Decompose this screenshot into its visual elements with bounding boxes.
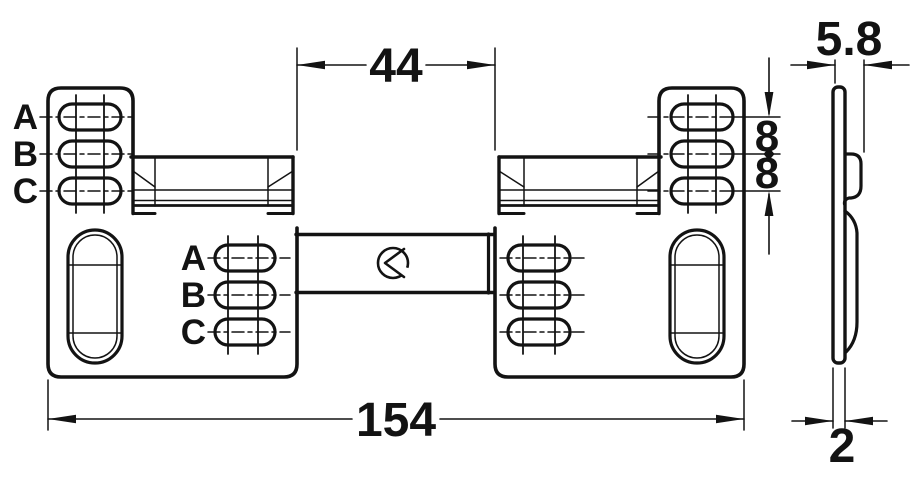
dim-text-8-upper: 8 [755, 112, 779, 161]
side-view [831, 85, 863, 365]
right-tower-slots [647, 94, 735, 214]
dim-center-gap-44 [296, 47, 496, 151]
right-rail [497, 155, 663, 216]
center-bar [294, 232, 496, 295]
row-label-inner-c: C [181, 313, 206, 352]
dim-thickness-2 [791, 367, 888, 429]
left-oval-slot [66, 228, 124, 365]
right-plate-outline [493, 86, 746, 379]
dim-text-8-lower: 8 [755, 149, 779, 198]
dim-text-5-8: 5.8 [816, 13, 883, 66]
right-oval-slot [668, 228, 726, 365]
row-label-outer-a: A [13, 98, 38, 137]
row-label-inner-a: A [181, 239, 206, 278]
side-hook-tab [842, 152, 863, 206]
dimensions [47, 47, 910, 431]
dim-depth-5-8 [790, 59, 910, 153]
drawing-text: 44 154 5.8 8 8 2 A B C A B C [13, 13, 883, 473]
row-label-inner-b: B [181, 276, 206, 315]
row-label-outer-c: C [13, 172, 38, 211]
side-lower-contour [843, 209, 859, 354]
row-label-outer-b: B [13, 135, 38, 174]
inner-left-slots [207, 235, 291, 355]
dim-text-154: 154 [356, 394, 436, 447]
dim-text-2: 2 [829, 420, 856, 473]
left-tower-slots [39, 94, 135, 214]
dim-text-44: 44 [369, 40, 423, 93]
side-plate [831, 85, 847, 365]
dim-row-spacing-8-8 [733, 57, 781, 255]
left-plate-outline [46, 86, 299, 379]
left-rail [129, 155, 295, 216]
inner-right-slots [499, 235, 585, 355]
front-view [39, 86, 746, 379]
dim-overall-width-154 [47, 379, 745, 431]
hafele-logo-icon [376, 246, 417, 287]
